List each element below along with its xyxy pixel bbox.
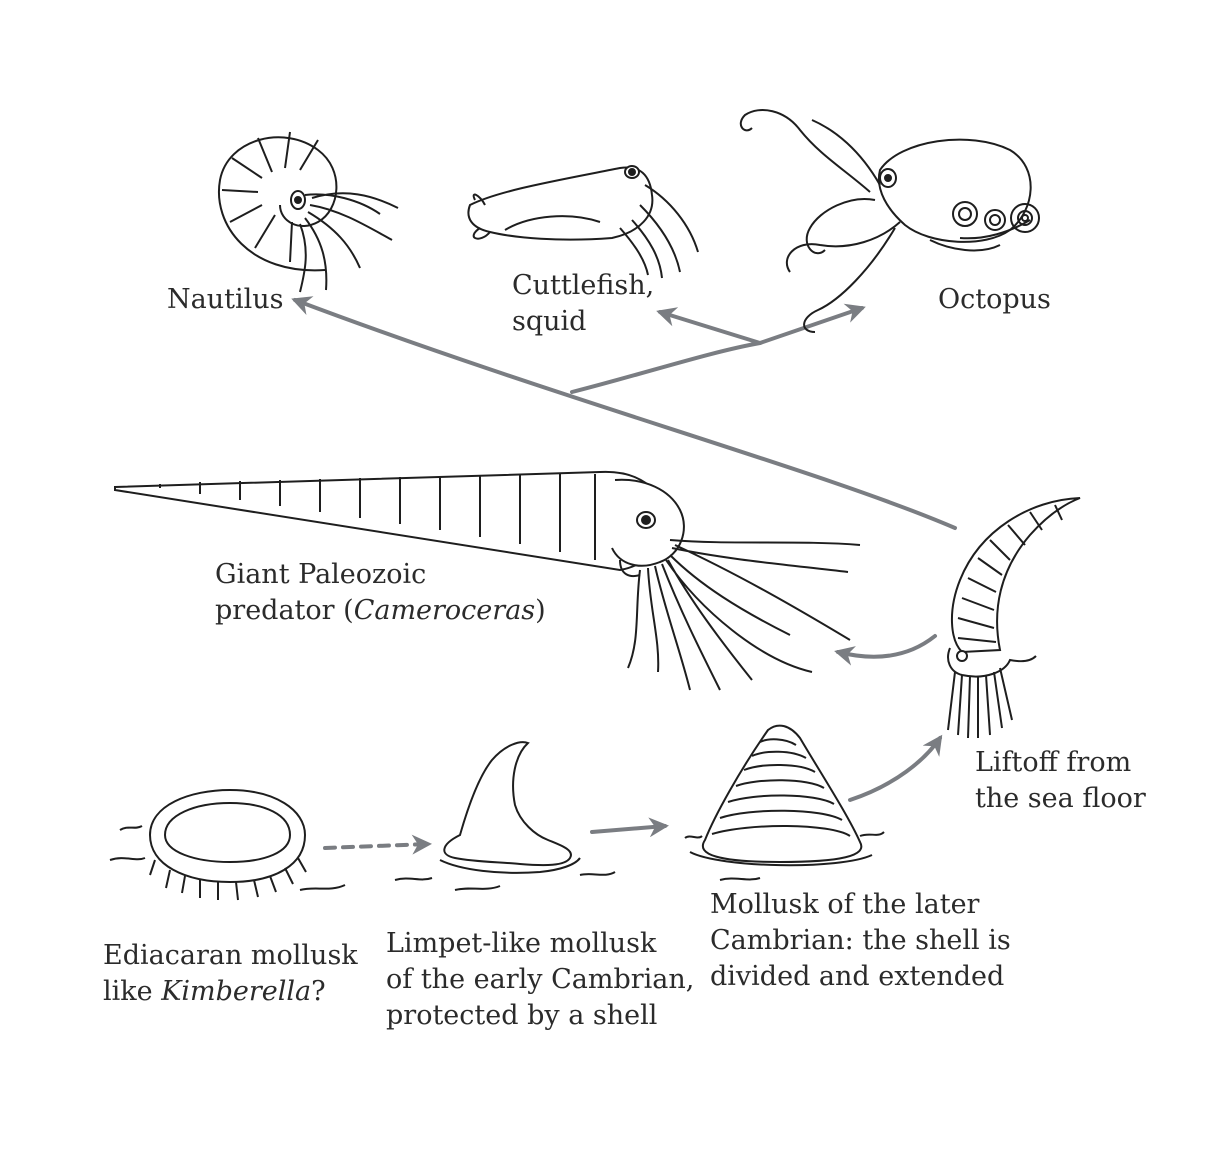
label-cameroceras-italic: Cameroceras [353, 595, 536, 626]
arrow-to-nautilus [291, 296, 957, 530]
label-cameroceras-line2: predator (Cameroceras) [215, 593, 546, 629]
label-ediacaran: Ediacaran mollusk like Kimberella? [103, 938, 358, 1010]
label-octopus: Octopus [938, 282, 1051, 318]
kimberella-illustration [109, 788, 346, 901]
label-later-cambrian-line2: Cambrian: the shell is [710, 925, 1011, 956]
limpet-illustration [394, 741, 616, 891]
nautilus-illustration [217, 131, 399, 293]
cameroceras-illustration [114, 470, 861, 691]
label-later-cambrian-line1: Mollusk of the later [710, 889, 980, 920]
label-ediacaran-suffix: ? [311, 976, 326, 1007]
label-cuttlefish-line2: squid [512, 306, 587, 337]
arrow-to-cuttlefish [656, 307, 762, 345]
arrow-to-liftoff [848, 734, 943, 802]
liftoff-illustration [947, 497, 1081, 739]
evolution-arrows [291, 296, 957, 855]
label-limpet: Limpet-like mollusk of the early Cambria… [386, 926, 694, 1034]
label-nautilus: Nautilus [167, 282, 283, 318]
octopus-illustration [739, 109, 1040, 333]
label-octopus-text: Octopus [938, 284, 1051, 315]
label-cameroceras-suffix: ) [535, 595, 546, 626]
label-ediacaran-italic: Kimberella [161, 976, 312, 1007]
cuttlefish-illustration [467, 165, 699, 279]
label-liftoff: Liftoff from the sea floor [975, 745, 1146, 817]
label-cameroceras-line1: Giant Paleozoic [215, 559, 427, 590]
arrow-to-cephalopod-branch [570, 341, 762, 394]
label-cuttlefish-line1: Cuttlefish, [512, 270, 655, 301]
label-cameroceras: Giant Paleozoic predator (Cameroceras) [215, 557, 546, 629]
arrow-to-octopus [758, 303, 866, 345]
label-liftoff-line1: Liftoff from [975, 747, 1132, 778]
label-ediacaran-prefix: like [103, 976, 162, 1007]
dotted-arrow-to-limpet [323, 834, 432, 855]
label-limpet-line3: protected by a shell [386, 1000, 658, 1031]
label-later-cambrian: Mollusk of the later Cambrian: the shell… [710, 887, 1011, 995]
label-nautilus-text: Nautilus [167, 284, 284, 315]
label-limpet-line2: of the early Cambrian, [386, 964, 695, 995]
label-ediacaran-line1: Ediacaran mollusk [103, 940, 358, 971]
label-later-cambrian-line3: divided and extended [710, 961, 1005, 992]
label-liftoff-line2: the sea floor [975, 783, 1146, 814]
arrow-to-cameroceras [834, 634, 937, 666]
label-ediacaran-line2: like Kimberella? [103, 974, 358, 1010]
label-cuttlefish-squid: Cuttlefish, squid [512, 268, 654, 340]
arrow-to-later-cambrian [590, 817, 669, 838]
label-cameroceras-prefix: predator ( [215, 595, 354, 626]
later-cambrian-illustration [684, 724, 885, 881]
label-limpet-line1: Limpet-like mollusk [386, 928, 657, 959]
